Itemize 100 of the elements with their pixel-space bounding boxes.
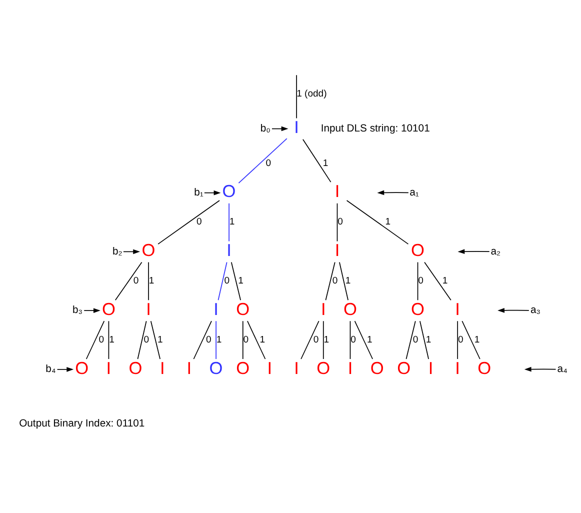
connector	[242, 320, 244, 359]
connector	[339, 261, 348, 300]
node-text: a₁	[410, 187, 419, 198]
edge-label: 1 (odd)	[296, 88, 327, 100]
connector	[108, 320, 110, 359]
node-text: O	[370, 357, 384, 378]
connector	[86, 320, 105, 359]
connector	[230, 261, 241, 300]
arrow	[458, 248, 490, 254]
node-text: b₀	[260, 122, 270, 134]
node-text: O	[236, 298, 250, 318]
node-text: a₃	[530, 304, 540, 316]
label: Input DLS string: 10101	[320, 122, 430, 134]
edge-label: 1	[109, 334, 114, 345]
connector	[148, 261, 149, 300]
node-text: O	[344, 298, 357, 318]
node-text: O	[236, 357, 250, 378]
edge-label: 1	[229, 216, 235, 228]
edge-label: 0	[350, 334, 356, 345]
edge-label: 0	[458, 334, 464, 345]
node-text: b₁	[194, 187, 204, 198]
edge-label: 1	[345, 275, 351, 286]
connector	[300, 320, 320, 359]
edge-label: 1	[322, 157, 328, 168]
connector	[302, 138, 332, 182]
edge-label: 1	[148, 275, 154, 286]
node-text: I	[334, 180, 340, 201]
node-text: I	[226, 240, 232, 260]
node-text: I	[334, 240, 340, 260]
node-text: O	[209, 357, 223, 378]
node-text: I	[294, 357, 299, 378]
edge-label: 1	[442, 275, 448, 286]
edge-label: 0	[243, 334, 249, 345]
arrow	[272, 126, 288, 131]
arrow	[56, 366, 74, 372]
connector	[218, 261, 228, 300]
edge-label: 0	[313, 334, 319, 345]
connector	[158, 200, 220, 244]
label: Output Binary Index: 01101	[19, 418, 145, 430]
arrow	[204, 190, 221, 195]
edge-label: 1	[474, 334, 480, 345]
node-text: O	[316, 357, 330, 378]
connector	[228, 202, 230, 242]
edge-label: 1	[238, 275, 244, 286]
node-text: I	[267, 357, 272, 378]
connector	[193, 320, 212, 359]
connector	[137, 320, 147, 359]
node-text: I	[294, 116, 299, 137]
edge-label: 1	[385, 216, 391, 228]
node-text: I	[320, 298, 326, 318]
edge-label: 1	[216, 334, 222, 345]
node-text: I	[160, 357, 165, 378]
connector	[417, 261, 418, 300]
connector	[420, 320, 429, 359]
node-text: O	[142, 240, 156, 260]
edge-label: 0	[224, 275, 230, 286]
connector	[424, 261, 452, 300]
node-text: I	[146, 298, 151, 318]
edge-label: 1	[158, 334, 163, 345]
node-text: I	[214, 298, 218, 318]
connector	[354, 320, 374, 359]
node-text: I	[348, 357, 353, 378]
edge-label: 0	[266, 157, 272, 168]
connector	[238, 138, 288, 183]
connector	[150, 320, 160, 359]
edge-label: 0	[144, 334, 150, 345]
arrow	[123, 248, 140, 254]
arrow	[498, 308, 530, 312]
arrow	[377, 190, 409, 195]
edge-label: 1	[324, 334, 330, 345]
node-text: I	[428, 357, 434, 378]
arrow	[524, 366, 556, 372]
node-text: O	[222, 180, 236, 201]
edge-label: 0	[412, 334, 418, 345]
connector	[406, 320, 416, 359]
node-text: O	[411, 298, 424, 318]
connector	[462, 320, 480, 359]
node-text: a₄	[557, 364, 568, 375]
node-text: I	[106, 357, 112, 378]
edge-label: 0	[133, 275, 139, 286]
edge-label: 0	[418, 275, 424, 286]
connector	[322, 320, 324, 359]
node-text: I	[455, 298, 460, 318]
connector	[325, 261, 336, 300]
edge-label: 1	[260, 334, 266, 345]
node-text: O	[102, 298, 116, 318]
node-text: b₄	[46, 364, 56, 375]
edge-label: 0	[332, 275, 338, 286]
connector	[457, 320, 458, 359]
edge-label: 0	[98, 334, 104, 345]
node-text: I	[455, 357, 460, 378]
node-text: I	[186, 357, 192, 378]
connector	[114, 261, 142, 300]
node-text: b₂	[112, 246, 122, 257]
edge-label: 0	[338, 216, 343, 228]
edge-label: 0	[206, 334, 212, 345]
edge-label: 1	[367, 334, 372, 345]
node-text: O	[478, 357, 492, 378]
edge-label: 1	[426, 334, 432, 345]
node-text: O	[128, 357, 142, 378]
